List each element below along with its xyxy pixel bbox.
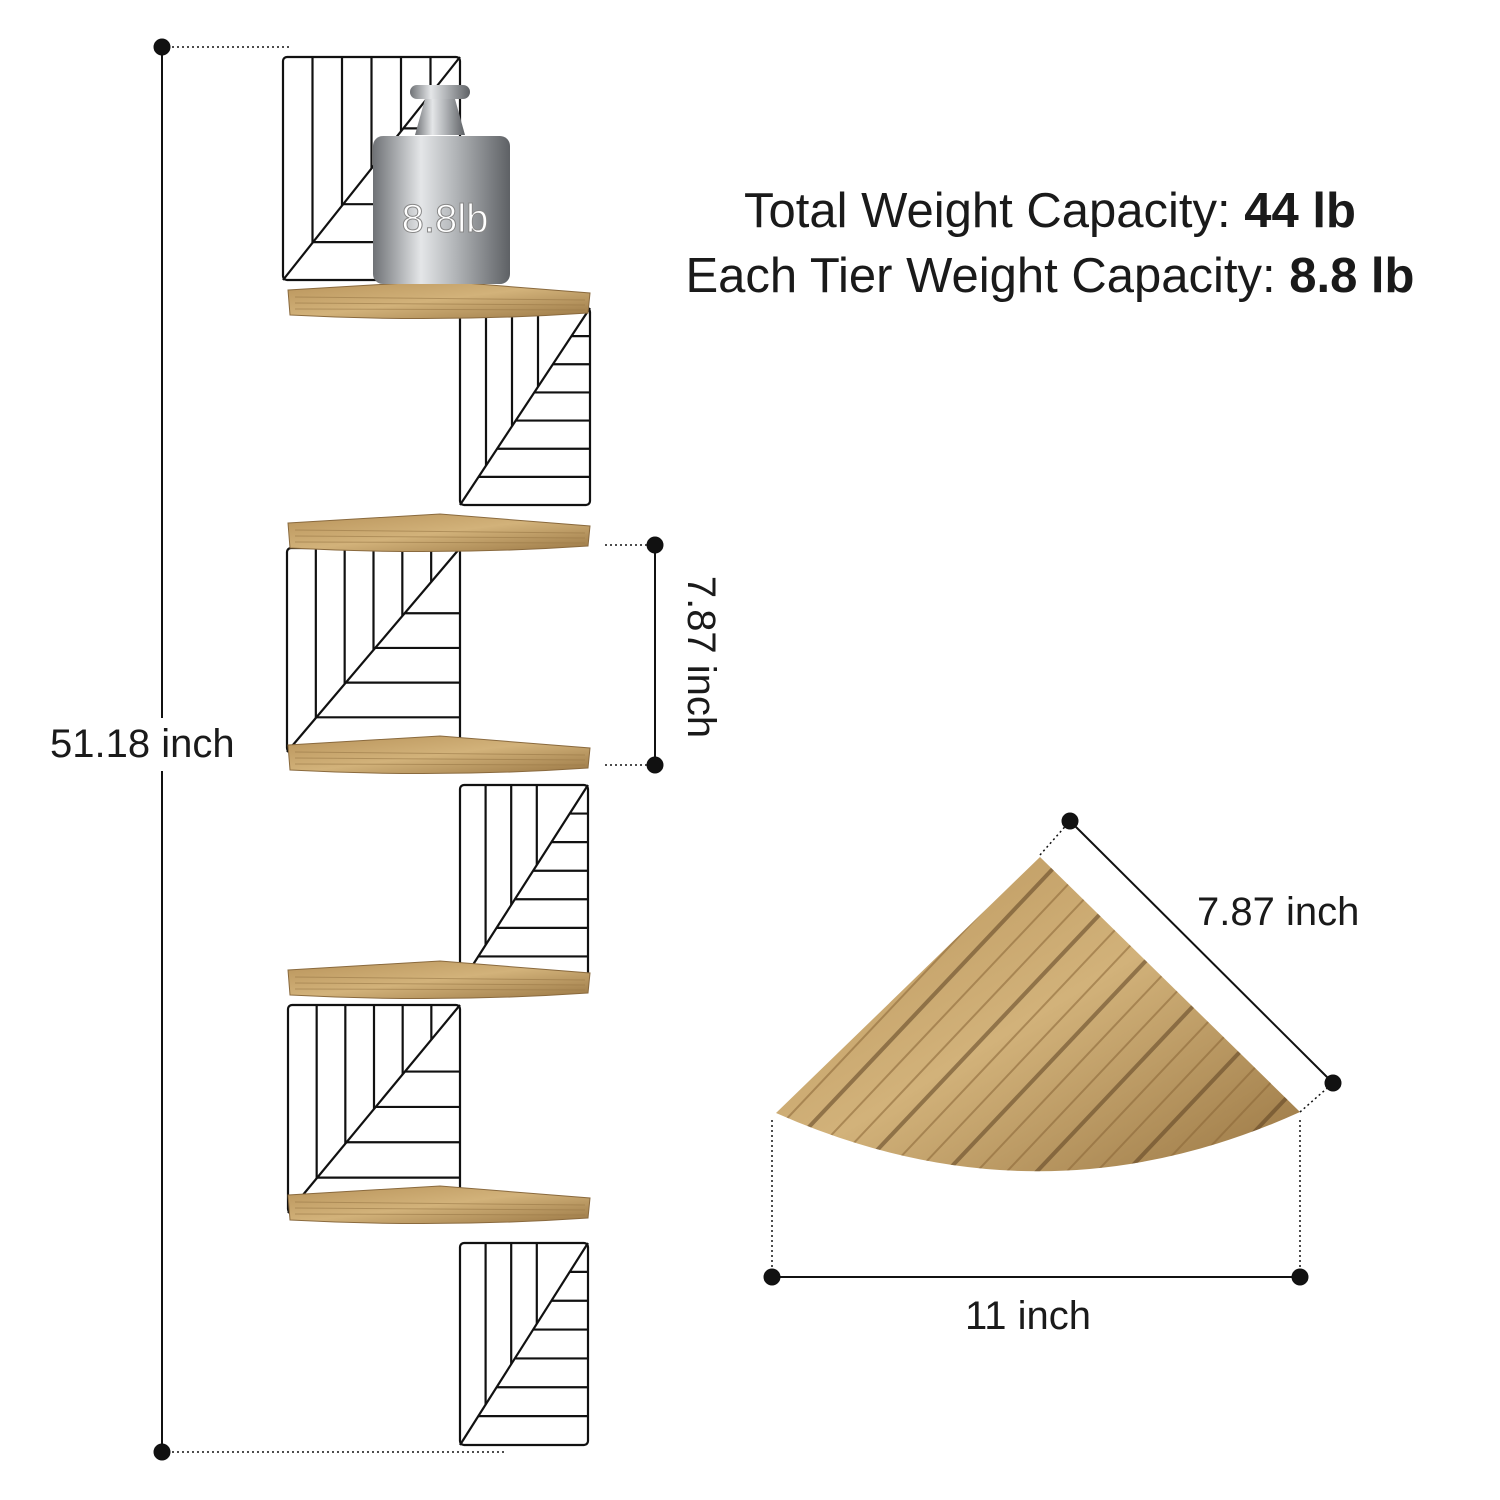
total-capacity-value: 44 lb xyxy=(1244,184,1356,238)
wire-panel xyxy=(285,546,462,754)
wire-panels xyxy=(281,55,592,1447)
shelf-depth-label: 7.87 inch xyxy=(1197,890,1360,934)
shelf-width-label: 11 inch xyxy=(965,1294,1092,1339)
wire-panel xyxy=(458,1241,590,1447)
wood-shelf xyxy=(287,735,591,775)
total-capacity: Total Weight Capacity: 44 lb xyxy=(600,183,1500,239)
total-capacity-label: Total Weight Capacity: xyxy=(744,184,1245,238)
wood-shelf xyxy=(287,280,591,320)
tier-spacing-label: 7.87 inch xyxy=(679,576,723,738)
tier-spacing-dimension xyxy=(605,536,664,774)
weight-icon xyxy=(373,85,510,284)
wood-shelves xyxy=(287,280,591,1225)
shelf-dimensions xyxy=(763,812,1342,1286)
tier-capacity-label: Each Tier Weight Capacity: xyxy=(685,249,1290,303)
wood-shelf xyxy=(287,513,591,553)
weight-label: 8.8lb xyxy=(402,197,489,241)
wire-panel xyxy=(458,306,592,507)
wood-shelf xyxy=(287,1185,591,1225)
total-height-label: 51.18 inch xyxy=(50,718,235,771)
wire-panel xyxy=(286,1003,462,1215)
wood-shelf xyxy=(287,960,591,1000)
tier-capacity: Each Tier Weight Capacity: 8.8 lb xyxy=(600,248,1500,304)
tier-capacity-value: 8.8 lb xyxy=(1289,249,1415,303)
wire-panel xyxy=(458,783,590,987)
